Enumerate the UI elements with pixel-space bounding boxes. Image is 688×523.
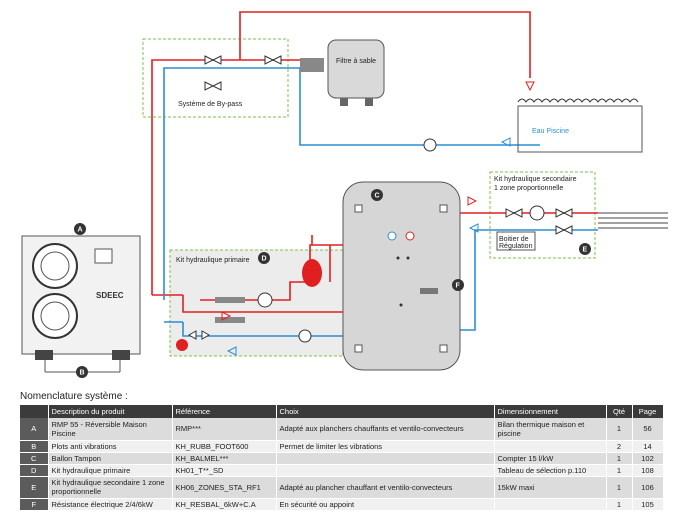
badge-D: D xyxy=(258,252,270,264)
table-row: C Ballon Tampon KH_BALMEL*** Compter 15 … xyxy=(20,452,664,465)
row-description: Plots anti vibrations xyxy=(48,440,173,453)
row-page: 108 xyxy=(632,464,664,477)
row-choix xyxy=(276,452,495,465)
row-choix xyxy=(276,464,495,477)
filter-label: Filtre à sable xyxy=(336,58,376,65)
nomenclature-title: Nomenclature système : xyxy=(20,391,128,402)
row-letter: B xyxy=(20,440,49,453)
table-row: B Plots anti vibrations KH_RUBB_FOOT600 … xyxy=(20,440,664,453)
secondary-kit-label-1: Kit hydraulique secondaire xyxy=(494,176,577,183)
pool-outlet-arrow xyxy=(500,137,511,147)
row-reference: KH_RUBB_FOOT600 xyxy=(172,440,277,453)
row-dimensionnement: Tableau de sélection p.110 xyxy=(494,464,607,477)
row-page: 14 xyxy=(632,440,664,453)
row-dimensionnement xyxy=(494,440,607,453)
row-reference: KH01_T**_SD xyxy=(172,464,277,477)
secondary-kit-components xyxy=(496,205,573,251)
row-choix: Adapté aux planchers chauffants et venti… xyxy=(276,418,495,441)
badge-C: C xyxy=(371,189,383,201)
primary-kit-components xyxy=(176,259,322,351)
pool-label: Eau Piscine xyxy=(532,128,569,135)
bypass-label: Système de By-pass xyxy=(178,101,243,108)
boitier-label-1: Boitier de xyxy=(499,236,529,243)
row-dimensionnement: Compter 15 l/kW xyxy=(494,452,607,465)
row-letter: A xyxy=(20,418,49,441)
row-description: Kit hydraulique secondaire 1 zone propor… xyxy=(48,476,173,499)
row-description: Ballon Tampon xyxy=(48,452,173,465)
sand-filter: Filtre à sable xyxy=(300,39,385,106)
table-row: E Kit hydraulique secondaire 1 zone prop… xyxy=(20,476,664,499)
svg-text:F: F xyxy=(456,283,461,290)
table-row: A RMP 55 - Réversible Maison Piscine RMP… xyxy=(20,418,664,441)
row-page: 106 xyxy=(632,476,664,499)
pool-pump xyxy=(423,138,437,152)
badge-B: B xyxy=(76,366,88,378)
row-page: 102 xyxy=(632,452,664,465)
row-page: 56 xyxy=(632,418,664,441)
hydraulic-diagram: SDEEC Filtre à sable Eau Piscine xyxy=(21,11,668,378)
svg-text:B: B xyxy=(80,370,85,377)
bypass-box xyxy=(142,38,289,118)
header-page: Page xyxy=(632,405,664,418)
badge-E: E xyxy=(579,243,591,255)
row-qte: 1 xyxy=(606,476,633,499)
row-description: Kit hydraulique primaire xyxy=(48,464,173,477)
row-letter: F xyxy=(20,498,49,511)
badge-A: A xyxy=(74,223,86,235)
row-qte: 1 xyxy=(606,452,633,465)
boitier-label-2: Régulation xyxy=(499,243,533,250)
row-qte: 1 xyxy=(606,498,633,511)
secondary-kit-label-2: 1 zone proportionnelle xyxy=(494,185,563,192)
row-letter: D xyxy=(20,464,49,477)
row-dimensionnement: 15kW maxi xyxy=(494,476,607,499)
row-letter: E xyxy=(20,476,49,499)
row-reference: RMP*** xyxy=(172,418,277,441)
row-choix: En sécurité ou appoint xyxy=(276,498,495,511)
row-dimensionnement xyxy=(494,498,607,511)
row-reference: KH06_ZONES_STA_RF1 xyxy=(172,476,277,499)
table-row: D Kit hydraulique primaire KH01_T**_SD T… xyxy=(20,464,664,477)
row-choix: Permet de limiter les vibrations xyxy=(276,440,495,453)
svg-text:E: E xyxy=(583,247,588,254)
primary-kit-label: Kit hydraulique primaire xyxy=(176,257,250,264)
header-dimensionnement: Dimensionnement xyxy=(494,405,607,418)
svg-text:D: D xyxy=(262,256,267,263)
row-dimensionnement: Bilan thermique maison et piscine xyxy=(494,418,607,441)
kit-secondaire-box xyxy=(489,171,596,259)
primary-hot-arrow xyxy=(221,311,232,321)
pool: Eau Piscine xyxy=(517,98,643,153)
primary-cold-arrow xyxy=(226,346,237,356)
floor-heating-coil xyxy=(598,212,668,229)
row-qte: 1 xyxy=(606,418,633,441)
row-reference: KH_RESBAL_6kW+C.A xyxy=(172,498,277,511)
brand-label: SDEEC xyxy=(96,291,124,300)
table-header-row: Description du produit Référence Choix D… xyxy=(20,405,664,418)
row-description: RMP 55 - Réversible Maison Piscine xyxy=(48,418,173,441)
pool-inlet-arrow xyxy=(525,81,535,92)
table-row: F Résistance électrique 2/4/6kW KH_RESBA… xyxy=(20,498,664,511)
header-reference: Référence xyxy=(172,405,277,418)
row-letter: C xyxy=(20,452,49,465)
secondary-cold-arrow xyxy=(468,223,479,233)
row-choix: Adapté au plancher chauffant et ventilo-… xyxy=(276,476,495,499)
hot-pipes xyxy=(151,11,598,313)
row-qte: 1 xyxy=(606,464,633,477)
bypass-valves xyxy=(204,55,282,91)
badge-F: F xyxy=(452,279,464,291)
row-description: Résistance électrique 2/4/6kW xyxy=(48,498,173,511)
row-reference: KH_BALMEL*** xyxy=(172,452,277,465)
header-qte: Qté xyxy=(606,405,633,418)
svg-text:A: A xyxy=(78,227,83,234)
header-letter xyxy=(20,405,49,418)
heat-pump-unit: SDEEC xyxy=(21,235,141,373)
row-page: 105 xyxy=(632,498,664,511)
svg-text:C: C xyxy=(375,193,380,200)
header-description: Description du produit xyxy=(48,405,173,418)
header-choix: Choix xyxy=(276,405,495,418)
row-qte: 2 xyxy=(606,440,633,453)
buffer-tank xyxy=(342,181,461,371)
nomenclature-table: Description du produit Référence Choix D… xyxy=(20,405,664,511)
secondary-hot-arrow xyxy=(467,196,478,206)
